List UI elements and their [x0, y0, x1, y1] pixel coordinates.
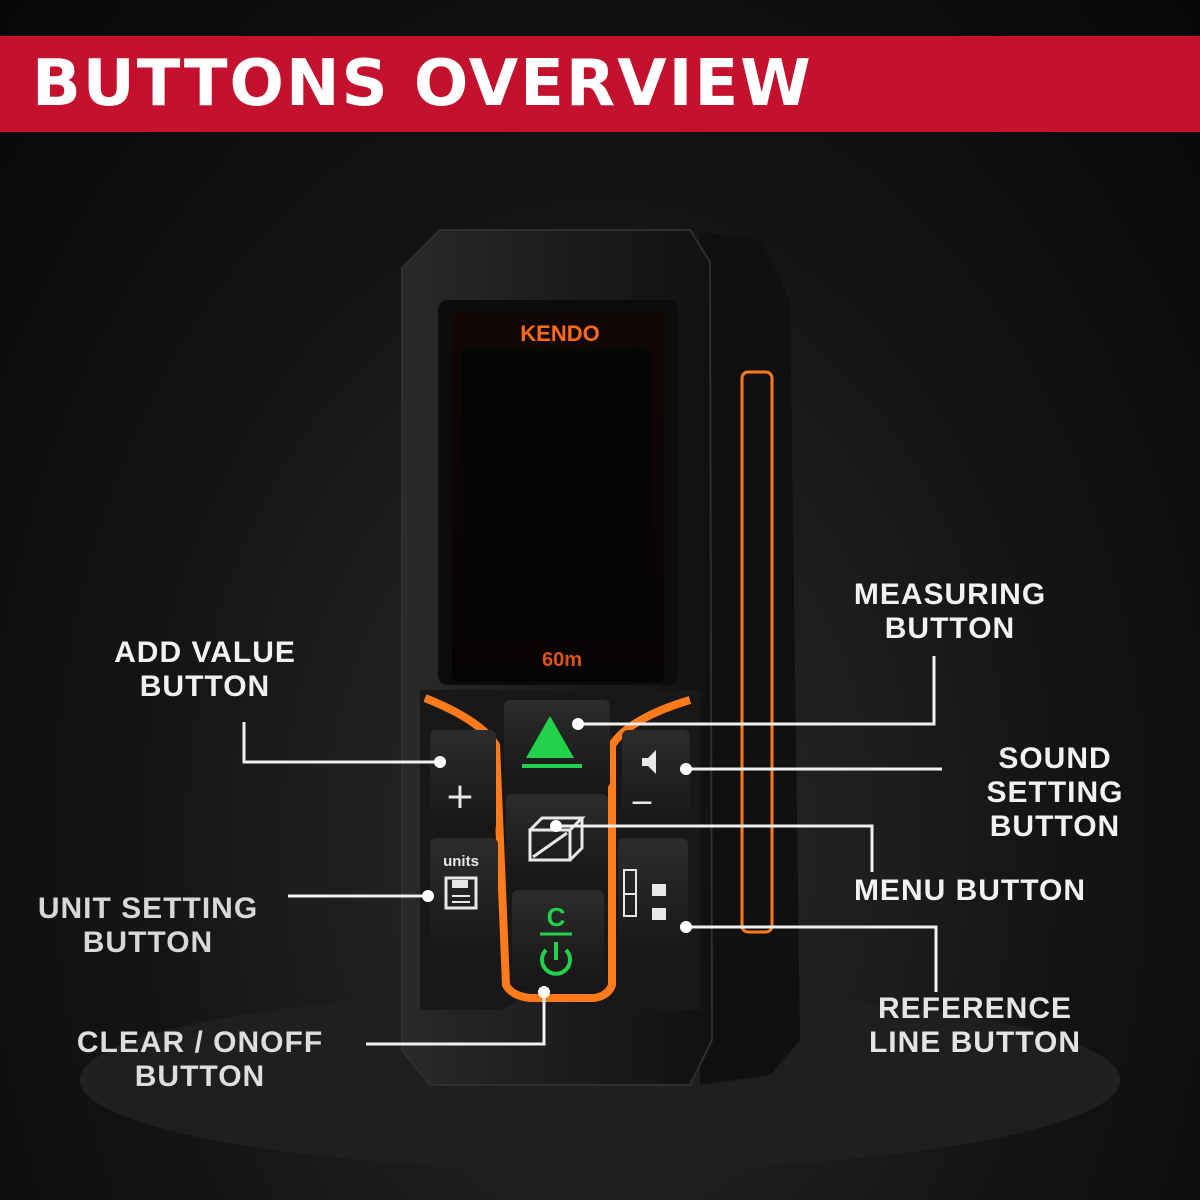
- unit-setting-button[interactable]: units: [430, 838, 498, 962]
- display-area: [462, 350, 652, 640]
- callout-clear: [366, 992, 546, 1046]
- plus-icon: +: [445, 776, 475, 817]
- keypad-orange-trim: [423, 694, 692, 1002]
- menu-button[interactable]: [506, 794, 608, 884]
- measuring-button[interactable]: [504, 700, 610, 788]
- range-label: 60m: [542, 649, 582, 671]
- label-add-value-button: ADD VALUE BUTTON: [114, 636, 296, 703]
- add-value-button[interactable]: +: [430, 730, 496, 832]
- clear-icon: C: [547, 902, 566, 932]
- callout-menu: [556, 824, 874, 872]
- reference-line-button[interactable]: [618, 838, 688, 962]
- callout-dots: [422, 718, 692, 998]
- clear-onoff-button[interactable]: C: [512, 890, 604, 990]
- minus-icon: −: [629, 785, 654, 820]
- title-banner: BUTTONS OVERVIEW: [0, 36, 1200, 132]
- floppy-disk-icon: [444, 876, 478, 910]
- callout-measuring: [578, 656, 936, 726]
- units-text: units: [443, 853, 479, 870]
- label-unit-setting-button: UNIT SETTING BUTTON: [37, 892, 259, 959]
- callout-reference: [686, 925, 938, 992]
- label-sound-setting-button: SOUND SETTING BUTTON: [986, 742, 1124, 843]
- power-icon: [540, 942, 572, 976]
- label-clear-onoff-button: CLEAR / ONOFF BUTTON: [76, 1026, 324, 1093]
- callout-add-value: [242, 722, 440, 764]
- brand-logo: KENDO: [520, 321, 599, 346]
- sound-setting-button[interactable]: −: [622, 730, 690, 830]
- label-menu-button: MENU BUTTON: [853, 874, 1087, 907]
- device-side: [700, 232, 800, 1085]
- speaker-icon: [642, 750, 656, 774]
- triangle-icon: [526, 716, 574, 758]
- menu-box-icon: [528, 816, 586, 862]
- reference-icon: [623, 869, 666, 920]
- banner-title: BUTTONS OVERVIEW: [32, 47, 813, 121]
- label-measuring-button: MEASURING BUTTON: [853, 578, 1047, 645]
- callout-lines: [242, 656, 942, 1046]
- label-reference-line-button: REFERENCE LINE BUTTON: [868, 992, 1082, 1059]
- side-orange-trim: [740, 370, 774, 934]
